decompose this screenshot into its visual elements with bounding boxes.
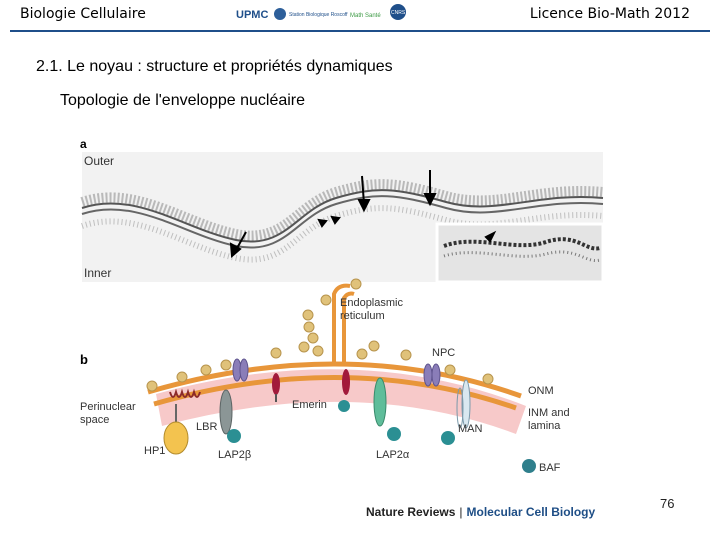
slide-subtitle: Topologie de l'enveloppe nucléaire [60, 92, 306, 109]
inner-nuclear-membrane [153, 375, 517, 411]
npc-left [232, 358, 249, 382]
man-protein [441, 379, 471, 445]
header-course-title: Biologie Cellulaire [20, 6, 146, 22]
logo-mathsante: Math Santé [350, 13, 381, 19]
hp1-protein [163, 421, 189, 455]
logo-roscoff: Station Biologique Roscoff [289, 12, 348, 18]
slide-title: 2.1. Le noyau : structure et propriétés … [36, 58, 393, 75]
label-perinuclear-1: Perinuclear [80, 401, 136, 413]
figure-credit: Nature Reviews|Molecular Cell Biology [366, 505, 595, 519]
label-er-1: Endoplasmic [340, 297, 403, 309]
label-lap2b: LAP2β [218, 449, 251, 461]
page-number: 76 [660, 496, 675, 511]
label-inm-1: INM and [528, 407, 570, 419]
logo-cnrs-emblem [390, 4, 406, 20]
emerin-center [342, 369, 350, 395]
lap2b-protein [219, 389, 233, 435]
er-tube [332, 283, 355, 364]
label-emerin: Emerin [292, 399, 327, 411]
npc-right [423, 363, 441, 387]
emerin-baf [338, 400, 350, 412]
ribosomes [146, 278, 494, 392]
label-inm-2: lamina [528, 420, 561, 432]
label-onm: ONM [528, 385, 554, 397]
legend-baf-icon [522, 459, 536, 473]
label-npc: NPC [432, 347, 455, 359]
header-program: Licence Bio-Math 2012 [529, 6, 690, 22]
lap2a-baf [387, 427, 401, 441]
micrograph-inset [435, 222, 605, 284]
logo-upmc: UPMC [236, 9, 268, 21]
label-er-2: reticulum [340, 310, 385, 322]
label-outer: Outer [84, 154, 114, 168]
lap2b-baf [227, 429, 241, 443]
credit-subject: Molecular Cell Biology [466, 505, 596, 519]
legend-baf: BAF [539, 462, 561, 474]
logo-roscoff-emblem [274, 8, 286, 20]
panel-b-letter: b [80, 352, 88, 367]
label-perinuclear-2: space [80, 414, 109, 426]
label-lap2a: LAP2α [376, 449, 410, 461]
panel-a-letter: a [80, 137, 87, 151]
micrograph-arrows [229, 170, 497, 259]
lbr-protein [163, 388, 201, 455]
institution-logos: UPMC Station Biologique Roscoff Math San… [236, 4, 406, 21]
credit-separator: | [459, 505, 463, 519]
label-hp1: HP1 [144, 445, 165, 457]
emerin-protein [272, 373, 280, 395]
label-inner: Inner [84, 266, 111, 280]
outer-nuclear-membrane [147, 361, 522, 399]
label-lbr: LBR [196, 421, 217, 433]
label-man: MAN [458, 423, 483, 435]
lap2a-protein [373, 377, 387, 427]
header-rule [10, 30, 710, 32]
credit-journal: Nature Reviews [366, 505, 456, 519]
nuclear-envelope-figure: a Outer Inner b [80, 137, 605, 474]
logo-cnrs: CNRS [391, 10, 406, 16]
